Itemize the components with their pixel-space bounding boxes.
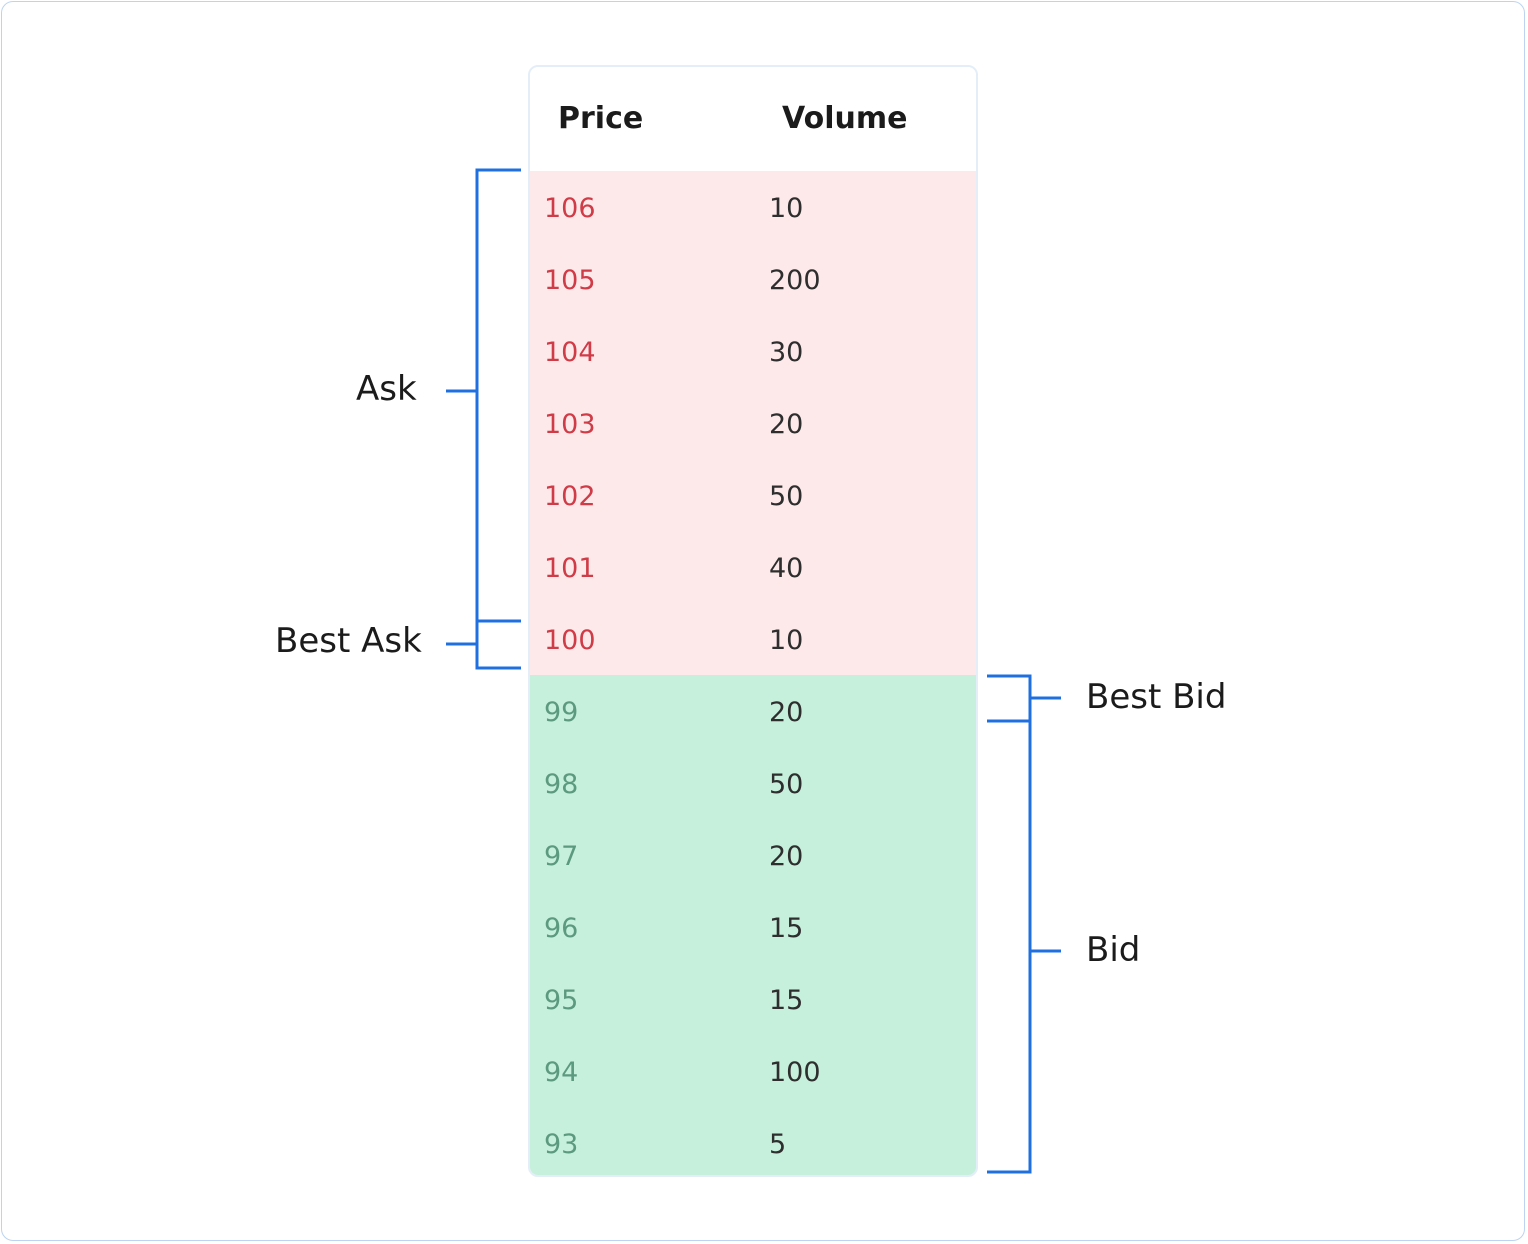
- bid-row: 97 20: [530, 819, 976, 891]
- bid-volume: 20: [769, 697, 804, 728]
- ask-price: 106: [544, 193, 596, 224]
- ask-price: 103: [544, 409, 596, 440]
- bid-price: 98: [544, 769, 579, 800]
- ask-row: 103 20: [530, 387, 976, 459]
- ask-volume: 10: [769, 625, 804, 656]
- bid-section: 99 20 98 50 97 20 96 15 95 15 94 100 93 …: [530, 675, 976, 1175]
- bid-volume: 15: [769, 985, 804, 1016]
- ask-row: 102 50: [530, 459, 976, 531]
- ask-volume: 20: [769, 409, 804, 440]
- volume-column-header: Volume: [782, 101, 908, 136]
- price-column-header: Price: [558, 101, 644, 136]
- ask-price: 104: [544, 337, 596, 368]
- bid-row: 93 5: [530, 1107, 976, 1175]
- bid-price: 95: [544, 985, 579, 1016]
- bid-row: 96 15: [530, 891, 976, 963]
- table-header: Price Volume: [530, 67, 976, 171]
- bid-price: 93: [544, 1129, 579, 1160]
- bid-label: Bid: [1086, 930, 1141, 970]
- bid-price: 96: [544, 913, 579, 944]
- ask-price: 100: [544, 625, 596, 656]
- ask-label: Ask: [356, 369, 417, 409]
- bid-price: 99: [544, 697, 579, 728]
- ask-volume: 40: [769, 553, 804, 584]
- best-ask-label: Best Ask: [275, 621, 422, 661]
- ask-row: 105 200: [530, 243, 976, 315]
- bid-price: 94: [544, 1057, 579, 1088]
- ask-volume: 50: [769, 481, 804, 512]
- bid-row: 98 50: [530, 747, 976, 819]
- ask-volume: 200: [769, 265, 821, 296]
- ask-row: 101 40: [530, 531, 976, 603]
- ask-row: 104 30: [530, 315, 976, 387]
- ask-volume: 30: [769, 337, 804, 368]
- ask-price: 102: [544, 481, 596, 512]
- best-bid-row: 99 20: [530, 675, 976, 747]
- order-book-table: Price Volume 106 10 105 200 104 30 103 2…: [528, 65, 978, 1177]
- bid-row: 94 100: [530, 1035, 976, 1107]
- bid-volume: 50: [769, 769, 804, 800]
- bid-volume: 5: [769, 1129, 787, 1160]
- ask-volume: 10: [769, 193, 804, 224]
- bid-volume: 20: [769, 841, 804, 872]
- ask-price: 105: [544, 265, 596, 296]
- bid-volume: 15: [769, 913, 804, 944]
- bid-price: 97: [544, 841, 579, 872]
- ask-section: 106 10 105 200 104 30 103 20 102 50 101 …: [530, 171, 976, 675]
- ask-price: 101: [544, 553, 596, 584]
- bid-volume: 100: [769, 1057, 821, 1088]
- best-ask-row: 100 10: [530, 603, 976, 675]
- bid-row: 95 15: [530, 963, 976, 1035]
- best-bid-label: Best Bid: [1086, 677, 1227, 717]
- ask-row: 106 10: [530, 171, 976, 243]
